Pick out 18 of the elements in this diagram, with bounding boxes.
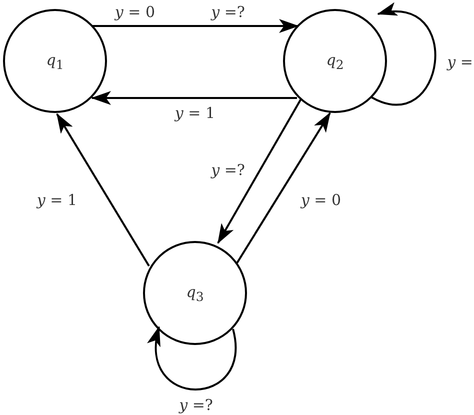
edge-label: y =? — [178, 396, 214, 414]
arrow — [91, 91, 297, 105]
state-circle — [3, 9, 107, 113]
self-loop-arrow — [148, 326, 237, 390]
state-circle — [143, 241, 247, 345]
state-label: q$_{1}$ — [46, 50, 64, 72]
arrow — [217, 98, 302, 244]
transition-label: y =? — [210, 4, 246, 20]
edge-label: y =? — [210, 162, 246, 178]
state-label: q$_{2}$ — [326, 50, 344, 72]
state-circle — [283, 9, 387, 113]
edge-label: y = 0 — [114, 4, 156, 20]
arrow — [56, 113, 150, 267]
edge-label: y = 0 — [300, 192, 342, 208]
arrow — [92, 19, 299, 33]
self-loop-arrow — [370, 4, 436, 106]
state-label: q$_{3}$ — [186, 282, 204, 304]
arrow — [236, 112, 331, 264]
